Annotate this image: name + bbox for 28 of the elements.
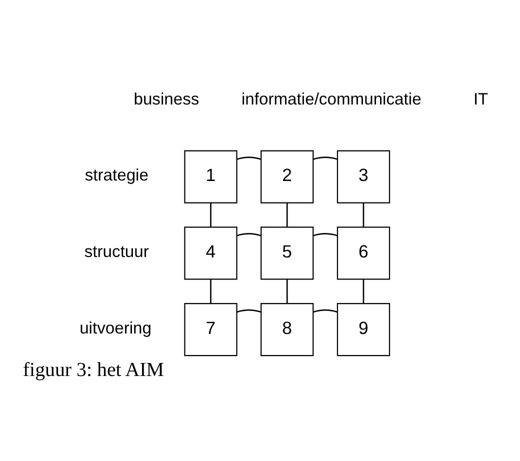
connector — [286, 203, 288, 227]
label: informatie/communicatie — [241, 89, 422, 108]
label: structuur — [84, 242, 149, 262]
node-box: 5 — [260, 226, 314, 280]
node-box: 8 — [260, 303, 314, 356]
node-box: 4 — [184, 226, 238, 280]
label: IT — [473, 89, 488, 108]
connector — [236, 233, 262, 236]
label: business — [134, 89, 200, 108]
label: uitvoering — [80, 318, 152, 338]
node-box: 7 — [184, 303, 238, 356]
connector — [236, 309, 262, 313]
node-box: 3 — [336, 150, 390, 204]
connector — [210, 279, 212, 304]
caption: figuur 3: het AIM — [22, 358, 164, 381]
connector — [210, 203, 212, 227]
node-box: 1 — [184, 150, 238, 204]
connector — [313, 309, 338, 313]
label: strategie — [84, 166, 148, 185]
connector — [236, 156, 262, 160]
connector — [313, 233, 338, 236]
connector — [286, 279, 288, 304]
connector — [313, 156, 338, 160]
connector — [362, 279, 364, 304]
connector — [362, 203, 364, 227]
node-box: 6 — [336, 226, 390, 280]
node-box: 9 — [336, 303, 390, 356]
node-box: 2 — [260, 150, 314, 204]
